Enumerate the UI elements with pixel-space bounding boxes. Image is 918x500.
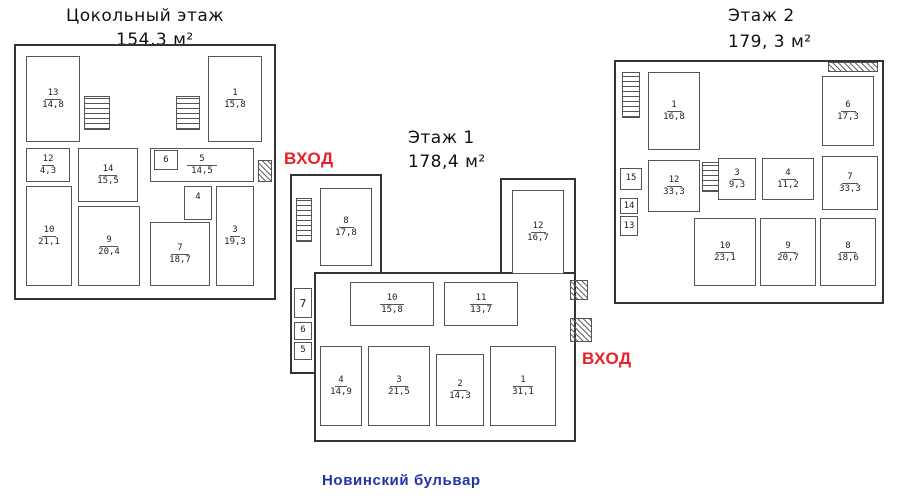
- room-first-5: 5: [294, 342, 312, 360]
- first-porch-top: [570, 280, 588, 300]
- first-floor-area: 178,4 м²: [408, 152, 486, 172]
- second-hatch-top: [828, 62, 878, 72]
- second-floor-area: 179, 3 м²: [728, 32, 812, 52]
- entrance-label-first-left: ВХОД: [284, 149, 334, 168]
- second-stairs-left: [622, 72, 640, 118]
- street-name: Новинский бульвар: [322, 472, 481, 489]
- first-porch-bottom: [570, 318, 592, 342]
- room-first-6: 6: [294, 322, 312, 340]
- room-second-14: 14: [620, 198, 638, 214]
- first-stairs: [296, 198, 312, 242]
- room-second-13: 13: [620, 216, 638, 236]
- room-first-7: 7: [294, 288, 312, 318]
- room-basement-6: 6: [154, 150, 178, 170]
- basement-stairs-left: [84, 96, 110, 130]
- basement-column: [258, 160, 272, 182]
- entrance-label-first-right: ВХОД: [582, 349, 632, 368]
- first-floor-title: Этаж 1: [408, 128, 475, 148]
- room-second-15: 15: [620, 168, 642, 190]
- basement-stairs-right: [176, 96, 200, 130]
- basement-title: Цокольный этаж: [66, 6, 225, 26]
- second-floor-title: Этаж 2: [728, 6, 795, 26]
- room-basement-4: 4: [184, 186, 212, 220]
